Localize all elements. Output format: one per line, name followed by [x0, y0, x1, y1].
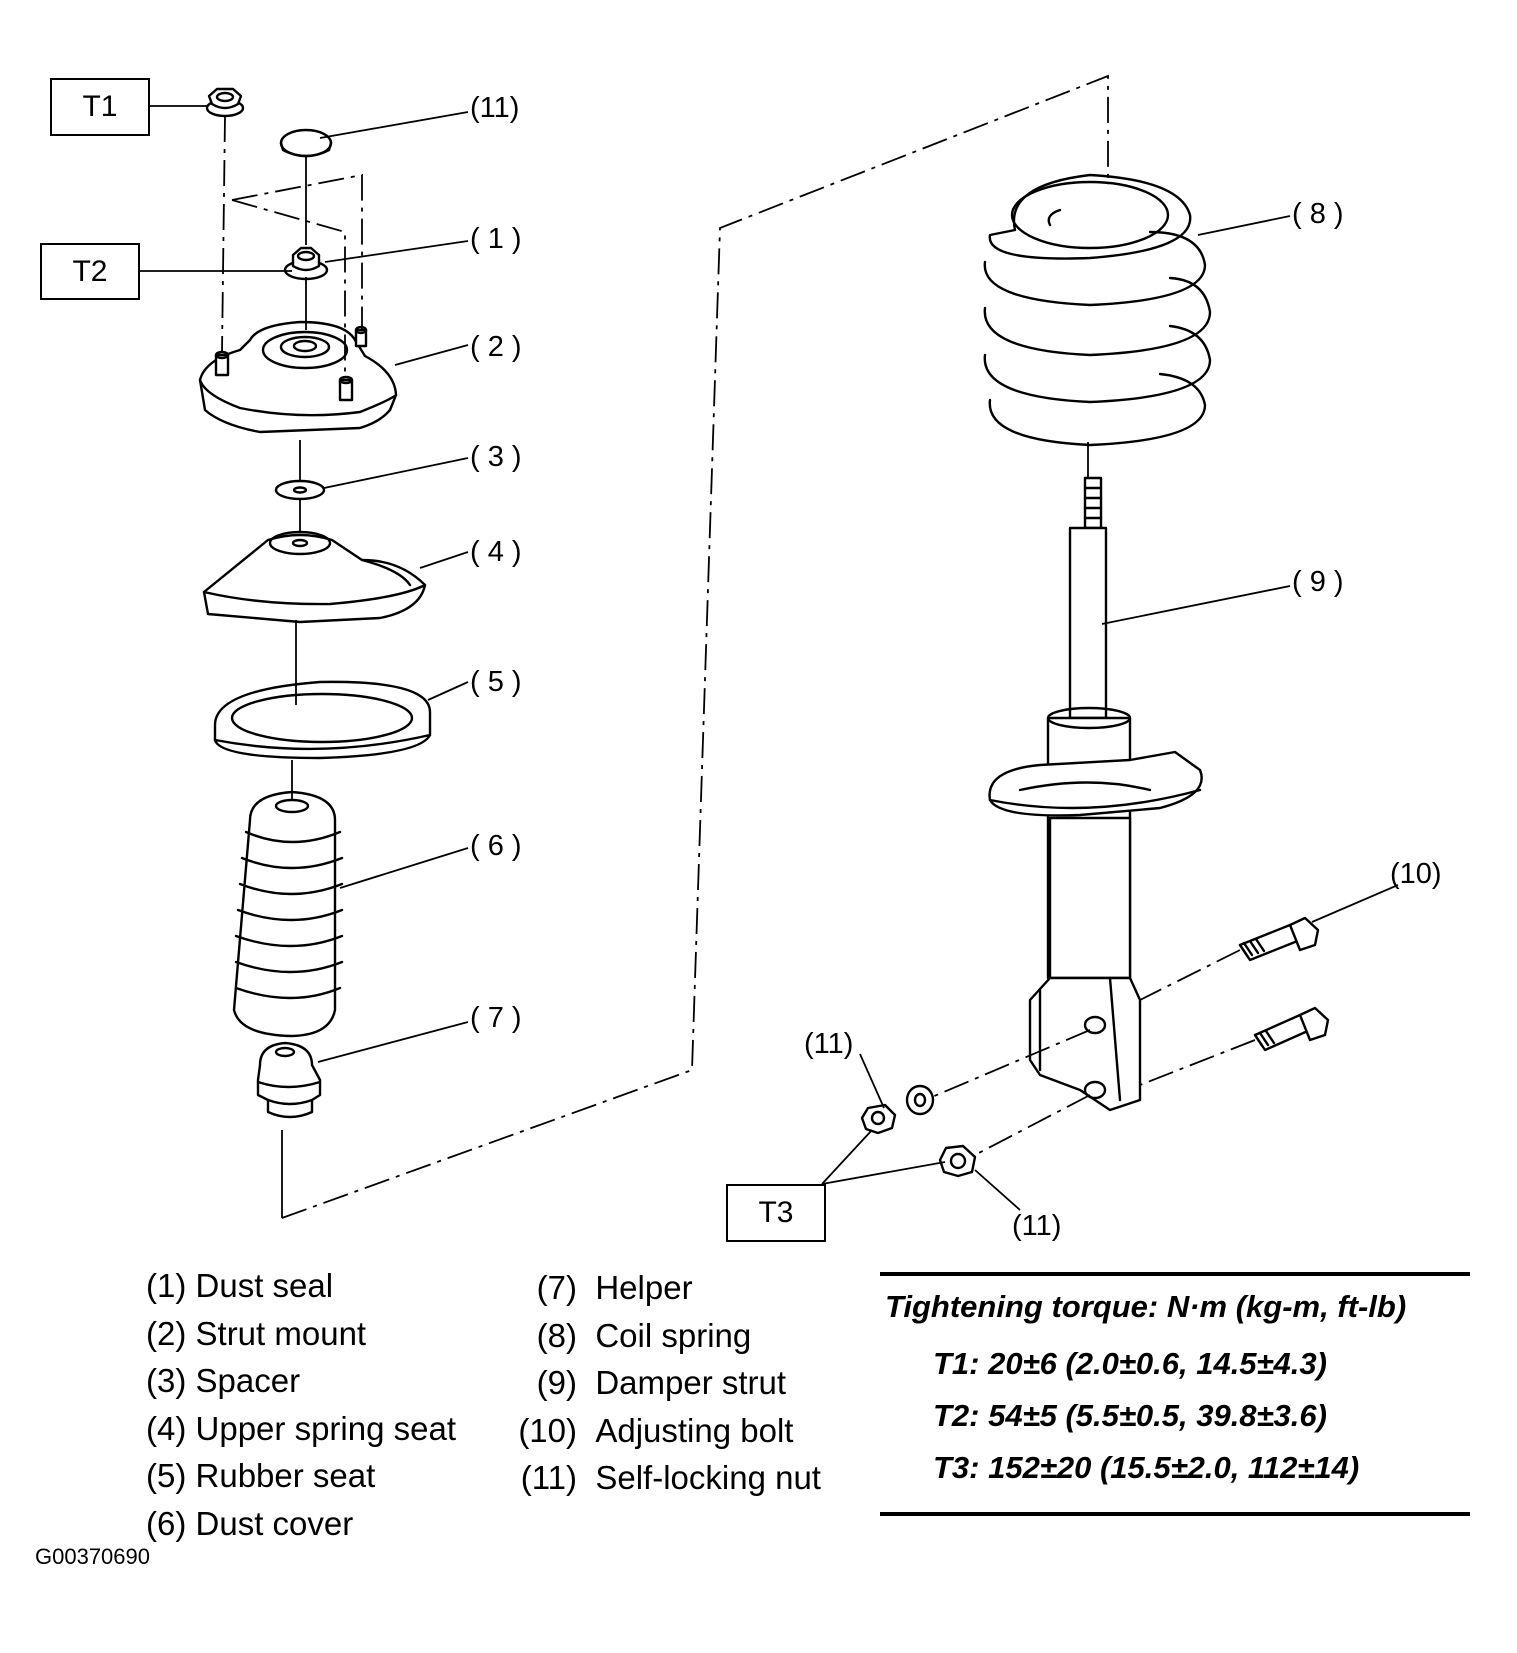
washer: [905, 1084, 935, 1116]
dust-cover-6: [232, 790, 344, 1038]
legend-item: (1) Dust seal: [146, 1267, 334, 1304]
legend-item: (2) Strut mount: [146, 1314, 367, 1352]
legend-item: (5) Rubber seat: [146, 1457, 376, 1494]
t2-box: T2: [40, 243, 140, 300]
callout-11-top: (11): [470, 92, 520, 124]
callout-11-left: (11): [804, 1028, 854, 1060]
t3-box: T3: [726, 1184, 826, 1242]
callout-3: ( 3 ): [470, 441, 522, 473]
dust-seal-1: [283, 246, 329, 281]
damper-strut-9: [988, 476, 1203, 1112]
legend-item: (8) Coil spring: [536, 1316, 752, 1354]
cap-11: [279, 128, 333, 158]
callout-9: ( 9 ): [1292, 566, 1344, 598]
legend-item: (3) Spacer: [146, 1362, 301, 1399]
spacer-3: [274, 479, 326, 501]
self-locking-nut-left: [860, 1103, 897, 1135]
figure-id: G00370690: [35, 1544, 150, 1569]
legend-item: (10) Adjusting bolt: [518, 1411, 794, 1449]
legend-item: (11) Self-locking nut: [520, 1459, 821, 1496]
callout-10: (10): [1390, 858, 1442, 890]
torque-title: Tightening torque: N·m (kg-m, ft-lb): [885, 1289, 1407, 1324]
callout-8: ( 8 ): [1292, 198, 1344, 230]
callout-2: ( 2 ): [470, 331, 522, 363]
torque-t1: T1: 20±6 (2.0±0.6, 14.5±4.3): [933, 1346, 1327, 1381]
parts-legend-col2: (7) Helper (8) Coil spring (9) Damper st…: [515, 1264, 821, 1502]
callout-6: ( 6 ): [470, 830, 522, 862]
callout-4: ( 4 ): [470, 536, 522, 568]
callout-7: ( 7 ): [470, 1002, 522, 1034]
callout-1: ( 1 ): [470, 223, 522, 255]
adjusting-bolt-10b: [1253, 1006, 1330, 1052]
legend-item: (9) Damper strut: [536, 1364, 787, 1401]
self-locking-nut-bottom: [938, 1144, 977, 1178]
strut-mount-2: [198, 320, 398, 434]
rubber-seat-5: [213, 680, 432, 760]
t1-flange-nut: [205, 87, 245, 118]
callout-11-bottom: (11): [1012, 1210, 1062, 1242]
coil-spring-8: [983, 173, 1212, 447]
legend-item: (6) Dust cover: [146, 1504, 354, 1542]
legend-item: (7) Helper: [536, 1269, 693, 1306]
t1-box: T1: [50, 78, 150, 136]
callout-5: ( 5 ): [470, 666, 522, 698]
adjusting-bolt-10: [1238, 916, 1320, 962]
helper-7: [256, 1041, 322, 1119]
legend-item: (4) Upper spring seat: [146, 1409, 456, 1447]
upper-spring-seat-4: [202, 530, 427, 624]
torque-t2: T2: 54±5 (5.5±0.5, 39.8±3.6): [933, 1398, 1327, 1433]
torque-spec-table: Tightening torque: N·m (kg-m, ft-lb) T1:…: [880, 1272, 1470, 1516]
torque-t3: T3: 152±20 (15.5±2.0, 112±14): [933, 1450, 1360, 1485]
parts-legend-col1: (1) Dust seal (2) Strut mount (3) Spacer…: [146, 1262, 456, 1547]
